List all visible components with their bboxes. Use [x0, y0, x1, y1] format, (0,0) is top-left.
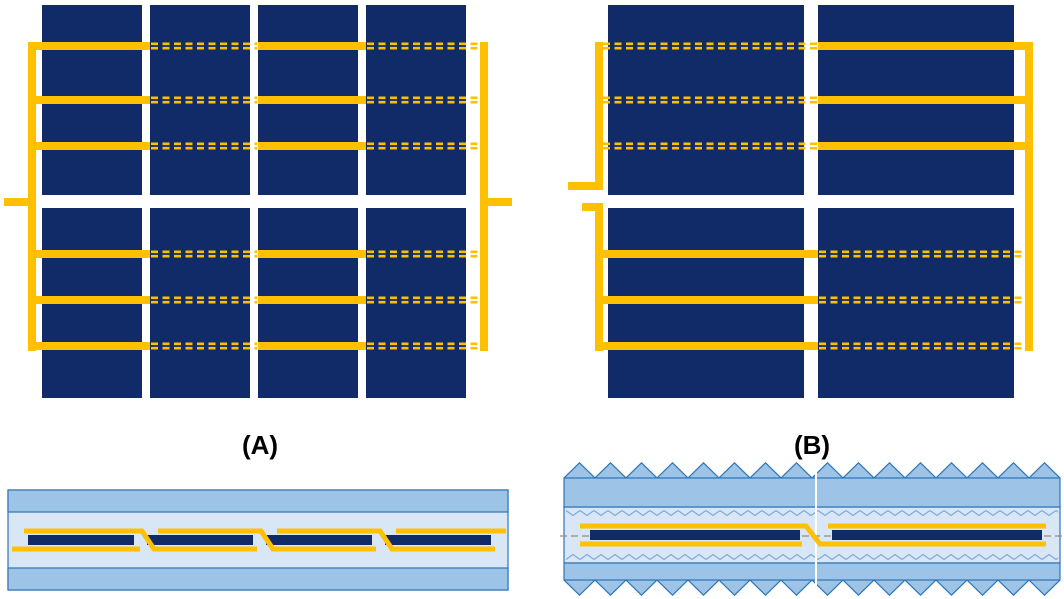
ribbon-path: [277, 528, 495, 552]
cell-strip: [28, 535, 134, 545]
inner-texture-top: [566, 509, 1058, 517]
cell-strip: [266, 535, 372, 545]
right-lead: [484, 198, 512, 206]
cell-strip: [147, 535, 253, 545]
inner-texture-bottom: [566, 553, 1058, 561]
left-bottom-busbar: [595, 203, 603, 351]
lower-lead: [582, 203, 603, 211]
textured-edge-top: [564, 462, 1060, 478]
solar-cell: [150, 5, 250, 195]
panel-b-label: (B): [793, 430, 831, 460]
cross-section-a: [7, 489, 509, 591]
glass-bottom: [563, 562, 1061, 581]
cross-section-b: [560, 462, 1064, 596]
glass-top: [563, 477, 1061, 508]
busbar-wires-b: [568, 40, 1035, 352]
glass-bottom: [7, 567, 509, 591]
module-layout-b: [568, 5, 1035, 398]
right-busbar: [480, 42, 488, 351]
ribbon-path: [158, 528, 376, 552]
ribbon-path: [580, 523, 1046, 547]
right-busbar: [1025, 42, 1033, 351]
cell-grid-a: [42, 5, 466, 398]
left-lead: [4, 198, 32, 206]
solar-cell: [366, 5, 466, 195]
busbar-wires-a: [4, 40, 512, 352]
left-top-busbar: [595, 42, 603, 190]
cell-strip: [590, 530, 800, 540]
glass-top: [7, 489, 509, 513]
module-layout-a: [4, 5, 512, 398]
panel-a-label: (A): [241, 430, 279, 460]
ribbon-path: [24, 528, 257, 552]
cell-strip: [832, 530, 1042, 540]
cell-grid-b: [608, 5, 1014, 398]
textured-edge-bottom: [564, 580, 1060, 596]
left-busbar: [28, 42, 36, 351]
upper-lead: [568, 182, 599, 190]
solar-cell: [608, 5, 804, 195]
cell-strip: [385, 535, 491, 545]
